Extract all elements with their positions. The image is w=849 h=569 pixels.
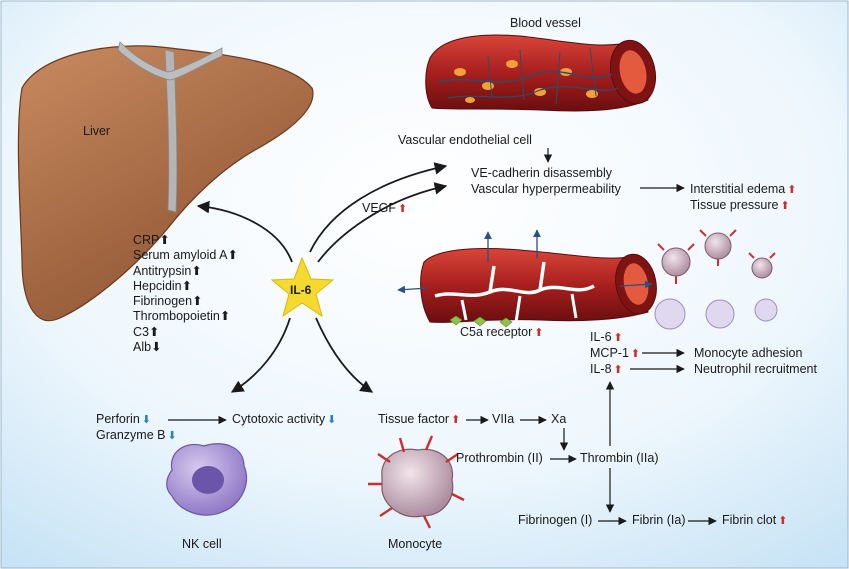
vegf-label: VEGF⬆ xyxy=(362,201,408,215)
up-arrow-icon: ⬆ xyxy=(613,364,623,376)
nk-cell-label: NK cell xyxy=(182,537,222,551)
il6-chemokine-label: IL-6⬆ xyxy=(590,330,623,344)
liver-label: Liver xyxy=(83,124,111,138)
nk-cell-illustration xyxy=(166,443,248,516)
up-arrow-icon: ⬆ xyxy=(159,233,170,247)
migrating-monocytes xyxy=(654,229,778,330)
down-arrow-icon: ⬇ xyxy=(167,430,177,442)
pathway-arrows xyxy=(168,148,717,526)
protein-alb: Alb⬇ xyxy=(133,340,162,355)
up-arrow-icon: ⬆ xyxy=(451,414,461,426)
up-arrow-icon: ⬆ xyxy=(181,278,193,293)
xa-label: Xa xyxy=(551,412,567,426)
blood-vessel-label: Blood vessel xyxy=(510,16,581,30)
cytotoxic-activity-label: Cytotoxic activity⬇ xyxy=(232,412,337,426)
neutrophil-recruitment-label: Neutrophil recruitment xyxy=(694,362,817,376)
protein-antitrypsin: Antitrypsin⬆ xyxy=(133,263,202,278)
fibrinogen-label: Fibrinogen (I) xyxy=(518,513,593,527)
up-arrow-icon: ⬆ xyxy=(780,200,790,212)
up-arrow-icon: ⬆ xyxy=(219,309,231,324)
tissue-pressure-label: Tissue pressure⬆ xyxy=(690,198,790,212)
protein-c3: C3⬆ xyxy=(133,324,160,339)
il6-star xyxy=(270,256,335,318)
thrombin-label: Thrombin (IIa) xyxy=(580,451,659,465)
il8-label: IL-8⬆ xyxy=(590,362,623,376)
endothelial-cell-label: Vascular endothelial cell xyxy=(398,133,532,147)
up-arrow-icon: ⬆ xyxy=(778,515,788,527)
down-arrow-icon: ⬇ xyxy=(327,414,337,426)
prothrombin-label: Prothrombin (II) xyxy=(456,451,543,465)
ve-cadherin-label: VE-cadherin disassembly xyxy=(471,166,613,180)
blood-vessel-illustration xyxy=(425,34,657,112)
up-arrow-icon: ⬆ xyxy=(787,184,797,196)
edema-label: Interstitial edema⬆ xyxy=(690,182,797,196)
tissue-factor-label: Tissue factor⬆ xyxy=(378,412,461,426)
monocyte-adhesion-label: Monocyte adhesion xyxy=(694,346,803,360)
up-arrow-icon: ⬆ xyxy=(398,203,408,215)
up-arrow-icon: ⬆ xyxy=(191,263,202,278)
protein-saa: Serum amyloid A⬆ xyxy=(133,248,238,263)
granzyme-label: Granzyme B⬇ xyxy=(96,428,177,442)
up-arrow-icon: ⬆ xyxy=(534,327,544,339)
fibrin-label: Fibrin (Ia) xyxy=(632,513,686,527)
liver-illustration xyxy=(17,41,314,322)
protein-thrombopoietin: Thrombopoietin⬆ xyxy=(133,309,231,324)
up-arrow-icon: ⬆ xyxy=(148,324,160,339)
leaky-vessel-illustration xyxy=(397,229,657,328)
up-arrow-icon: ⬆ xyxy=(613,332,623,344)
monocyte-illustration xyxy=(368,435,465,529)
up-arrow-icon: ⬆ xyxy=(227,248,238,263)
protein-fibrinogen: Fibrinogen⬆ xyxy=(133,294,203,309)
fibrin-clot-label: Fibrin clot⬆ xyxy=(722,513,788,527)
down-arrow-icon: ⬇ xyxy=(141,414,151,426)
protein-hepcidin: Hepcidin⬆ xyxy=(133,278,193,293)
protein-crp: CRP⬆ xyxy=(133,233,170,247)
up-arrow-icon: ⬆ xyxy=(192,294,203,309)
il6-effect-arrows xyxy=(196,162,448,393)
il6-label: IL-6 xyxy=(290,283,312,297)
hyperpermeability-label: Vascular hyperpermeability xyxy=(471,182,621,196)
perforin-label: Perforin⬇ xyxy=(96,412,151,426)
mcp1-label: MCP-1⬆ xyxy=(590,346,641,360)
monocyte-label: Monocyte xyxy=(388,537,443,551)
viia-label: VIIa xyxy=(492,412,515,426)
c5a-receptor-label: C5a receptor⬆ xyxy=(460,325,544,339)
acute-phase-protein-list: CRP⬆ Serum amyloid A⬆ Antitrypsin⬆ Hepci… xyxy=(133,233,238,355)
down-arrow-icon: ⬇ xyxy=(151,340,162,355)
up-arrow-icon: ⬆ xyxy=(630,348,641,360)
